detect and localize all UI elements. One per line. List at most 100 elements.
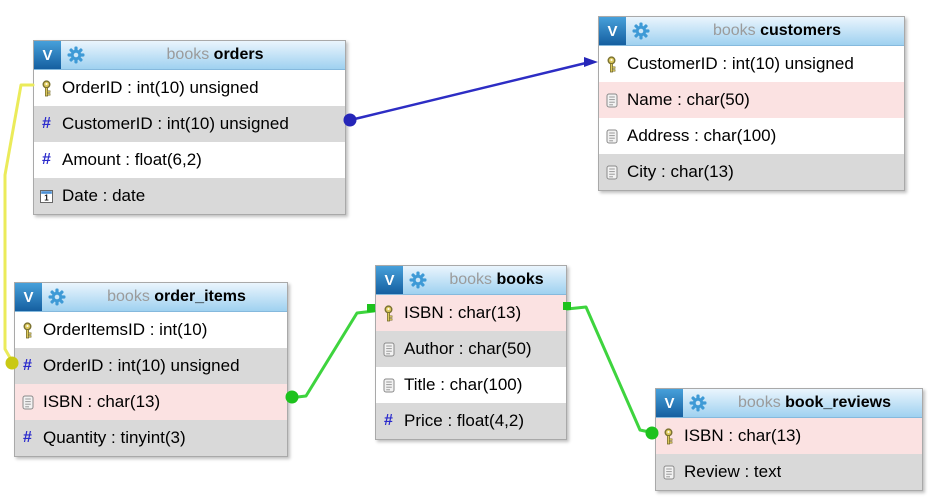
db-prefix: books [712,22,756,39]
date-icon: 1 [39,189,54,203]
db-prefix: books [738,394,781,411]
table-customers: V books customers CustomerID [598,16,905,191]
table-title: books customers [650,22,904,40]
table-header[interactable]: V books orders [34,41,345,70]
field-label: Quantity : tinyint(3) [43,428,186,447]
field-label: Title : char(100) [404,375,523,394]
numeric-icon: # [23,357,32,374]
text-icon [604,129,619,144]
field-row-orders-3[interactable]: 1 Date : date [34,178,345,214]
table-header[interactable]: V books customers [599,17,904,46]
field-row-customers-3[interactable]: City : char(13) [599,154,904,190]
field-label: ISBN : char(13) [43,392,161,411]
view-badge[interactable]: V [34,41,61,69]
table-orders: V books orders OrderID : int [33,40,346,215]
field-rows: OrderItemsID : int(10) # OrderID : int(10)… [15,312,287,456]
primary-key-icon [39,79,54,97]
field-row-order_items-1[interactable]: # OrderID : int(10) unsigned [15,348,287,384]
field-row-order_items-0[interactable]: OrderItemsID : int(10) [15,312,287,348]
field-row-customers-0[interactable]: CustomerID : int(10) unsigned [599,46,904,82]
field-row-book_reviews-1[interactable]: Review : text [656,454,922,490]
table-name: books [496,271,544,288]
gear-icon[interactable] [48,288,66,306]
field-label: Date : date [62,186,146,205]
table-name: customers [760,22,842,39]
numeric-icon: # [23,429,32,446]
field-label: CustomerID : int(10) unsigned [62,114,289,133]
field-row-book_reviews-0[interactable]: ISBN : char(13) [656,418,922,454]
numeric-icon: # [42,151,51,168]
table-name: orders [213,46,264,63]
view-badge[interactable]: V [656,389,683,417]
field-label: Amount : float(6,2) [62,150,202,169]
field-row-customers-2[interactable]: Address : char(100) [599,118,904,154]
arrow-marker-orders-customers [584,57,598,67]
table-header[interactable]: V books books [376,266,566,295]
view-badge[interactable]: V [599,17,626,45]
field-label: Review : text [684,462,782,481]
primary-key-icon [381,304,396,322]
gear-icon[interactable] [632,22,650,40]
table-book_reviews: V books book_reviews ISBN : [655,388,923,491]
field-rows: OrderID : int(10) unsigned # CustomerID : … [34,70,345,214]
field-label: Name : char(50) [627,90,750,109]
text-icon [381,342,396,357]
table-title: books books [427,271,566,289]
view-badge[interactable]: V [15,283,42,311]
table-name: book_reviews [785,394,891,411]
table-name: order_items [154,288,246,305]
primary-key-icon [661,427,676,445]
numeric-icon: # [384,412,393,429]
field-label: ISBN : char(13) [404,303,522,322]
field-row-books-3[interactable]: #Price : float(4,2) [376,403,566,439]
field-label: OrderID : int(10) unsigned [43,356,240,375]
primary-key-icon [604,55,619,73]
field-row-orders-2[interactable]: # Amount : float(6,2) [34,142,345,178]
svg-text:1: 1 [44,193,49,202]
field-label: CustomerID : int(10) unsigned [627,54,854,73]
field-label: OrderID : int(10) unsigned [62,78,259,97]
field-label: Author : char(50) [404,339,532,358]
text-icon [381,378,396,393]
gear-icon[interactable] [689,394,707,412]
table-order_items: V books order_items OrderIte [14,282,288,457]
field-row-orders-1[interactable]: # CustomerID : int(10) unsigned [34,106,345,142]
text-icon [604,93,619,108]
field-label: ISBN : char(13) [684,426,802,445]
field-row-books-1[interactable]: Author : char(50) [376,331,566,367]
table-title: books book_reviews [707,394,922,412]
relation-line-order_items-books [287,309,376,400]
relation-line-orders-customers [344,60,592,123]
numeric-icon: # [42,115,51,132]
field-rows: CustomerID : int(10) unsigned Name : cha… [599,46,904,190]
text-icon [661,465,676,480]
square-marker-order_items-books [367,304,375,312]
db-prefix: books [107,288,150,305]
field-label: Address : char(100) [627,126,777,145]
text-icon [20,395,35,410]
field-label: City : char(13) [627,162,734,181]
field-row-customers-1[interactable]: Name : char(50) [599,82,904,118]
field-label: OrderItemsID : int(10) [43,320,208,339]
field-rows: ISBN : char(13) Review : text [656,418,922,490]
relation-line-book_reviews-books [565,305,656,435]
db-prefix: books [166,46,210,63]
table-title: books orders [85,46,345,64]
gear-icon[interactable] [67,46,85,64]
field-row-books-0[interactable]: ISBN : char(13) [376,295,566,331]
gear-icon[interactable] [409,271,427,289]
table-header[interactable]: V books book_reviews [656,389,922,418]
text-icon [604,165,619,180]
field-row-order_items-2[interactable]: ISBN : char(13) [15,384,287,420]
table-header[interactable]: V books order_items [15,283,287,312]
view-badge[interactable]: V [376,266,403,294]
primary-key-icon [20,321,35,339]
table-title: books order_items [66,288,287,306]
db-prefix: books [449,271,493,288]
field-rows: ISBN : char(13) Author : char(50) Title … [376,295,566,439]
field-row-order_items-3[interactable]: # Quantity : tinyint(3) [15,420,287,456]
field-row-books-2[interactable]: Title : char(100) [376,367,566,403]
table-books: V books books ISBN : char(13 [375,265,567,440]
field-row-orders-0[interactable]: OrderID : int(10) unsigned [34,70,345,106]
